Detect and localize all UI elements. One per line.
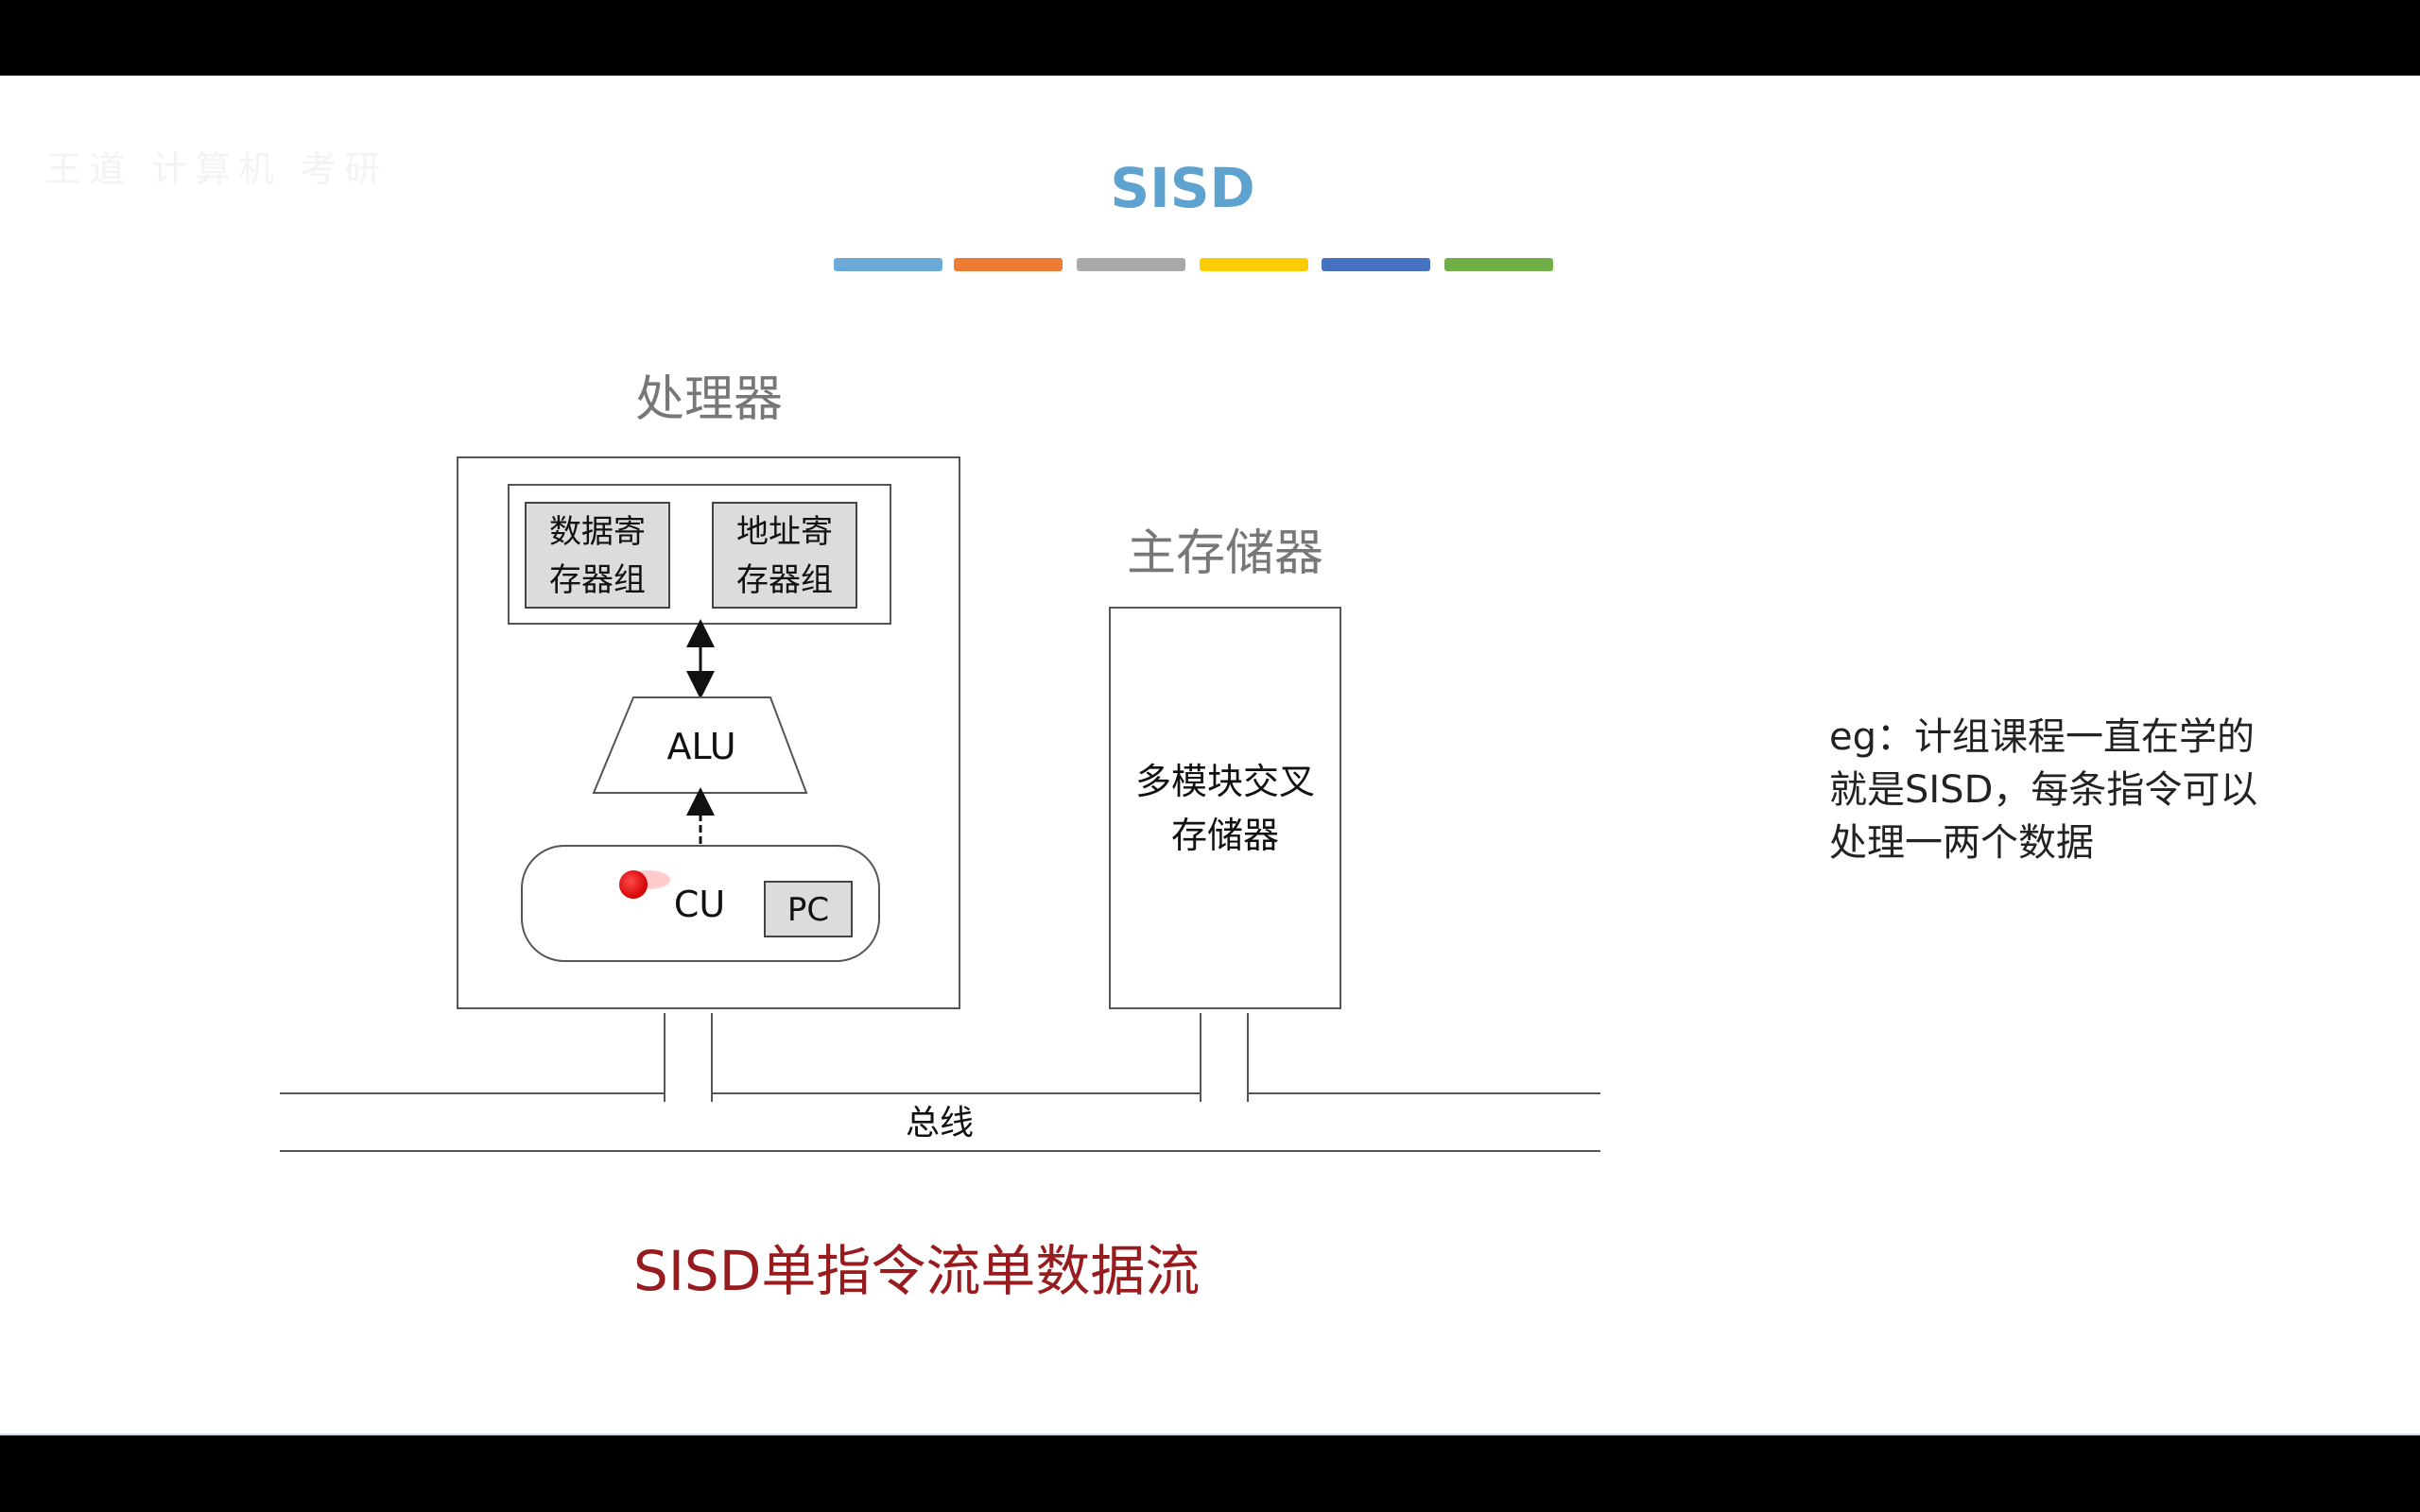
address-register-label-1: 地址寄 [736, 513, 833, 551]
cu-label: CU [674, 884, 725, 925]
data-register-label-2: 存器组 [549, 561, 646, 599]
memory-inner-label-2: 存储器 [1171, 815, 1279, 856]
bus [280, 1013, 1600, 1152]
title-underline-stripe-1 [834, 258, 942, 271]
pc-box [764, 881, 853, 937]
memory-label: 主存储器 [1127, 525, 1323, 582]
bus-label: 总线 [906, 1104, 974, 1143]
slide: 王道 计算机 考研 SISD 处理器 数据寄 [0, 76, 2420, 1435]
memory-box [1109, 607, 1341, 1009]
note-line-2: 就是SISD，每条指令可以 [1829, 768, 2258, 812]
example-note: eg：计组课程一直在学的 就是SISD，每条指令可以 处理一两个数据 [1829, 711, 2344, 869]
sisd-diagram: 处理器 数据寄 存器组 地址寄 存器组 ALU CU PC [280, 371, 1600, 1152]
title-underline-stripe-5 [1322, 258, 1430, 271]
slide-caption: SISD单指令流单数据流 [633, 1239, 1201, 1303]
title-underline-stripe-4 [1200, 258, 1308, 271]
title-underline-stripe-6 [1444, 258, 1553, 271]
address-register-label-2: 存器组 [736, 561, 833, 599]
alu-shape [592, 696, 808, 794]
memory-inner-label-1: 多模块交叉 [1135, 761, 1315, 802]
title-underline-stripe-3 [1077, 258, 1185, 271]
title-underline-stripe-2 [954, 258, 1063, 271]
alu-label: ALU [666, 726, 735, 767]
pointer-dot [619, 870, 648, 899]
processor-label: 处理器 [635, 371, 783, 428]
note-line-3: 处理一两个数据 [1829, 821, 2094, 865]
data-register-box [525, 502, 670, 609]
address-register-box [712, 502, 857, 609]
note-line-1: eg：计组课程一直在学的 [1829, 715, 2255, 759]
slide-title: SISD [1110, 156, 1255, 220]
pc-label: PC [787, 891, 829, 929]
data-register-label-1: 数据寄 [549, 513, 646, 551]
